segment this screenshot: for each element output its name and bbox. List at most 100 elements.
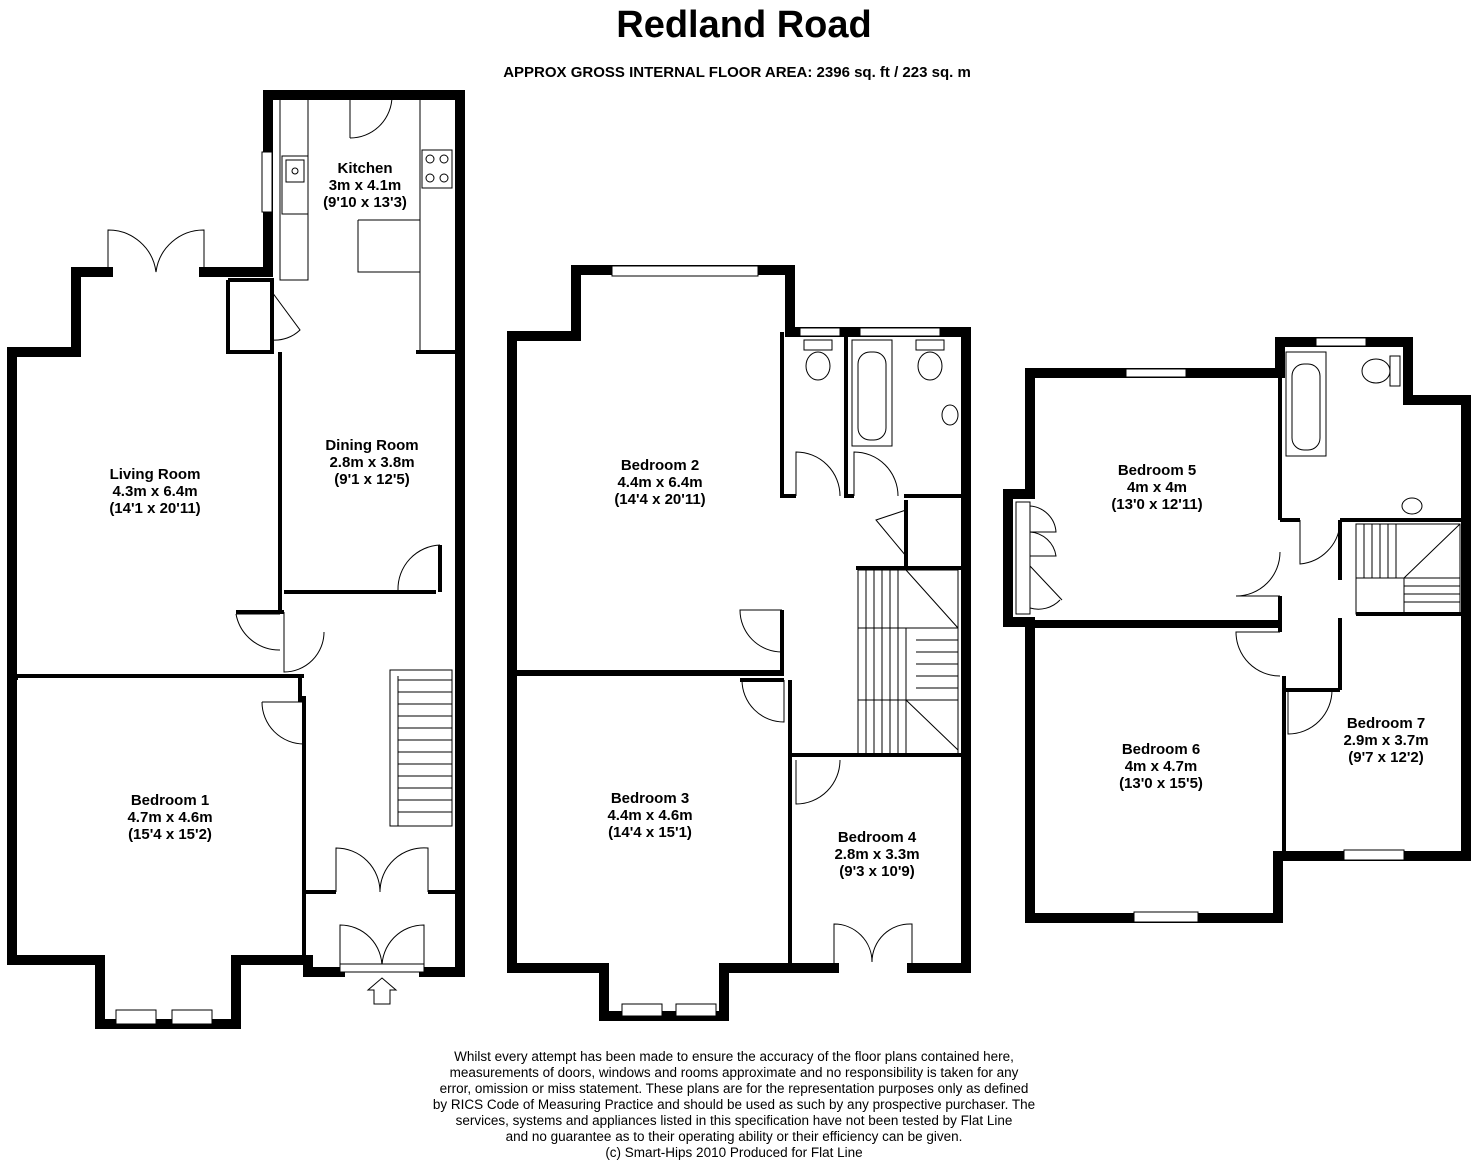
room-label-living: Living Room 4.3m x 6.4m (14'1 x 20'11): [80, 466, 230, 517]
basin-icon: [941, 404, 959, 426]
room-imperial: (9'1 x 12'5): [334, 471, 410, 488]
room-imperial: (14'4 x 15'1): [608, 824, 692, 841]
bedroom4-double-doors: [833, 923, 913, 968]
bedroom2-window: [611, 265, 759, 277]
room-metric: 2.8m x 3.3m: [834, 846, 920, 863]
room-imperial: (14'4 x 20'11): [614, 491, 706, 508]
room-label-bedroom-1: Bedroom 1 4.7m x 4.6m (15'4 x 15'2): [90, 792, 250, 843]
wc-window: [799, 327, 841, 337]
room-label-bedroom-7: Bedroom 7 2.9m x 3.7m (9'7 x 12'2): [1318, 715, 1454, 766]
first-floor-stairs: [857, 569, 959, 757]
disclaimer-line: measurements of doors, windows and rooms…: [449, 1065, 1019, 1080]
bedroom1-door: [261, 701, 305, 745]
hallway-door: [283, 612, 325, 673]
room-imperial: (9'10 x 13'3): [323, 194, 407, 211]
dormer-cupboard: [1015, 501, 1063, 615]
room-metric: 4.4m x 6.4m: [617, 474, 703, 491]
room-label-dining: Dining Room 2.8m x 3.8m (9'1 x 12'5): [296, 437, 448, 488]
room-imperial: (9'7 x 12'2): [1348, 749, 1424, 766]
living-room-french-doors: [107, 229, 205, 273]
toilet-icon: [915, 339, 945, 381]
room-label-bedroom-5: Bedroom 5 4m x 4m (13'0 x 12'11): [1082, 462, 1232, 513]
first-floor-plan: [507, 265, 971, 1021]
room-name: Living Room: [109, 466, 201, 483]
room-label-bedroom-2: Bedroom 2 4.4m x 6.4m (14'4 x 20'11): [580, 457, 740, 508]
dining-room-door: [397, 544, 441, 591]
disclaimer-line: (c) Smart-Hips 2010 Produced for Flat Li…: [605, 1145, 863, 1160]
bath-icon: [1285, 351, 1327, 457]
cupboard-door: [875, 509, 907, 557]
hob-icon: [421, 149, 453, 189]
ground-floor-interior-walls: [14, 278, 456, 960]
bay-window-right: [675, 1003, 717, 1017]
second-floor-stairs: [1355, 523, 1461, 615]
room-metric: 2.9m x 3.7m: [1343, 732, 1429, 749]
room-name: Bedroom 1: [130, 792, 210, 809]
front-double-doors: [339, 924, 425, 972]
bay-window-left: [621, 1003, 663, 1017]
room-imperial: (14'1 x 20'11): [109, 500, 201, 517]
hall-double-doors: [335, 847, 429, 893]
ground-floor-outer-wall: [7, 90, 465, 1029]
cupboard-door: [271, 290, 301, 341]
bedroom4-door: [795, 759, 841, 805]
floor-area-subtitle: APPROX GROSS INTERNAL FLOOR AREA: 2396 s…: [503, 64, 971, 81]
room-metric: 3m x 4.1m: [328, 177, 402, 194]
room-label-bedroom-6: Bedroom 6 4m x 4.7m (13'0 x 15'5): [1086, 741, 1236, 792]
ground-floor-stairs: [389, 669, 453, 827]
room-metric: 2.8m x 3.8m: [329, 454, 415, 471]
room-name: Bedroom 6: [1121, 741, 1201, 758]
room-name: Bedroom 3: [610, 790, 690, 807]
room-name: Kitchen: [337, 160, 393, 177]
basin-icon: [1401, 497, 1423, 515]
bathroom-window: [1315, 337, 1367, 347]
disclaimer-line: error, omission or miss statement. These…: [439, 1081, 1029, 1096]
kitchen-window: [261, 151, 273, 213]
disclaimer-line: and no guarantee as to their operating a…: [505, 1129, 963, 1144]
bedroom5-window: [1125, 368, 1187, 378]
disclaimer-line: by RICS Code of Measuring Practice and s…: [432, 1097, 1036, 1112]
room-metric: 4.3m x 6.4m: [112, 483, 198, 500]
ground-floor-plan: [7, 90, 465, 1029]
bath-icon: [851, 339, 893, 447]
bedroom2-door: [739, 609, 783, 653]
room-imperial: (13'0 x 15'5): [1119, 775, 1203, 792]
second-floor-outer-wall: [1003, 337, 1471, 923]
room-name: Bedroom 7: [1346, 715, 1426, 732]
room-name: Dining Room: [325, 437, 419, 454]
wc-door: [795, 451, 841, 497]
bathroom-door: [853, 451, 899, 497]
second-floor-plan: [1003, 337, 1471, 923]
room-imperial: (9'3 x 10'9): [839, 863, 915, 880]
entrance-arrow-icon: [366, 977, 398, 1005]
kitchen-door: [349, 95, 393, 139]
room-label-kitchen: Kitchen 3m x 4.1m (9'10 x 13'3): [300, 160, 430, 211]
sink-icon: [281, 155, 309, 215]
disclaimer-line: Whilst every attempt has been made to en…: [454, 1049, 1014, 1064]
room-metric: 4.4m x 4.6m: [607, 807, 693, 824]
bay-window-right: [171, 1009, 213, 1025]
bedroom7-door: [1287, 689, 1333, 735]
toilet-icon: [1361, 355, 1401, 387]
bedroom3-door: [741, 679, 785, 723]
room-name: Bedroom 2: [620, 457, 700, 474]
front-threshold: [339, 963, 425, 973]
room-label-bedroom-3: Bedroom 3 4.4m x 4.6m (14'4 x 15'1): [570, 790, 730, 841]
bedroom5-door: [1235, 551, 1281, 597]
living-room-door: [235, 613, 281, 651]
bedroom6-door: [1235, 631, 1281, 677]
room-metric: 4m x 4.7m: [1124, 758, 1198, 775]
room-name: Bedroom 5: [1117, 462, 1197, 479]
room-imperial: (15'4 x 15'2): [128, 826, 212, 843]
toilet-icon: [803, 339, 833, 381]
room-label-bedroom-4: Bedroom 4 2.8m x 3.3m (9'3 x 10'9): [802, 829, 952, 880]
first-floor-interior-walls: [516, 332, 966, 968]
room-metric: 4m x 4m: [1126, 479, 1188, 496]
bathroom-door: [1299, 520, 1341, 565]
bedroom7-window: [1343, 849, 1405, 861]
disclaimer: Whilst every attempt has been made to en…: [380, 1049, 1088, 1161]
bedroom6-window: [1133, 911, 1199, 923]
kitchen-units: [279, 100, 421, 352]
room-imperial: (13'0 x 12'11): [1111, 496, 1203, 513]
